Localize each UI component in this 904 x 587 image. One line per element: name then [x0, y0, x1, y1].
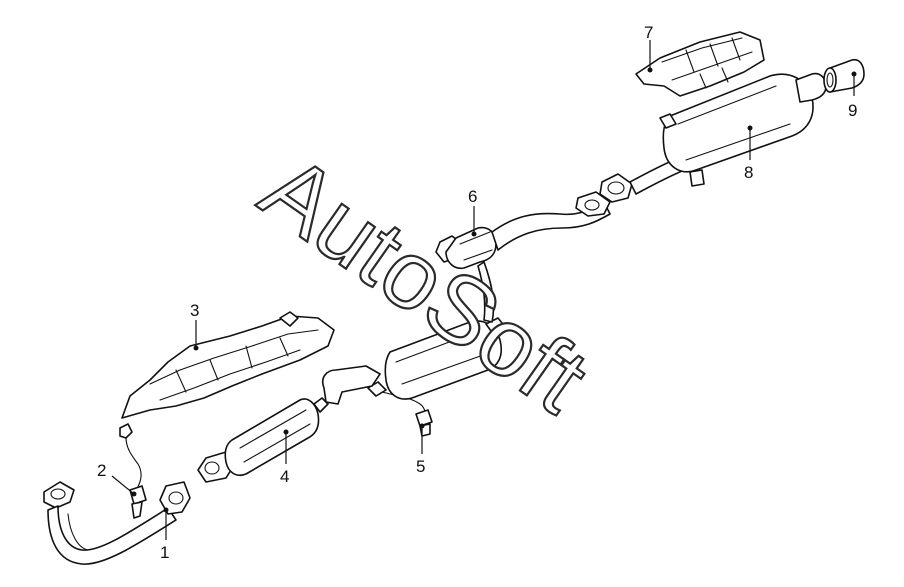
part-rear-muffler	[599, 72, 827, 203]
callout-2: 2	[97, 461, 137, 497]
part-intermediate-pipe	[435, 191, 611, 323]
callout-label-7: 7	[644, 23, 653, 42]
callout-9: 9	[848, 71, 857, 120]
callout-1: 1	[160, 507, 169, 562]
callout-label-1: 1	[160, 543, 169, 562]
callout-label-4: 4	[280, 467, 289, 486]
part-front-heat-shield	[121, 311, 335, 419]
callout-8: 8	[744, 125, 753, 182]
callout-label-5: 5	[416, 457, 425, 476]
callout-6: 6	[468, 187, 477, 237]
callout-label-8: 8	[744, 163, 753, 182]
callout-label-9: 9	[848, 101, 857, 120]
part-rear-heat-shield	[635, 31, 765, 97]
callout-4: 4	[280, 429, 289, 486]
part-front-pipe	[43, 481, 191, 565]
callout-5: 5	[416, 423, 425, 476]
callout-7: 7	[644, 23, 653, 73]
callout-label-3: 3	[190, 301, 199, 320]
callout-label-6: 6	[468, 187, 477, 206]
part-front-oxygen-sensor	[119, 423, 147, 519]
callout-label-2: 2	[97, 461, 106, 480]
callout-3: 3	[190, 301, 199, 351]
part-center-muffler	[321, 317, 507, 405]
part-center-resonator-pipe	[197, 397, 329, 483]
part-tail-pipe-tip	[823, 58, 865, 93]
